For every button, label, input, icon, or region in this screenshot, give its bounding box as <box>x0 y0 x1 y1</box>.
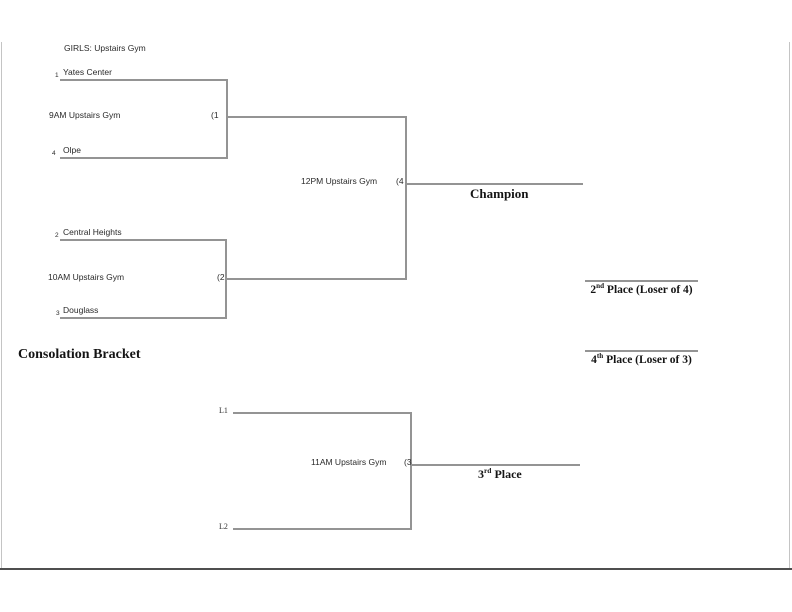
fourth-place-ordinal: th <box>596 352 604 361</box>
consolation-line-l2 <box>233 528 412 530</box>
bracket-line-team4 <box>60 157 228 159</box>
consolation-slot-l1: L1 <box>219 406 228 415</box>
bracket-line-team3 <box>60 317 227 319</box>
game2-connector <box>225 239 227 319</box>
fourth-place-line <box>585 350 698 352</box>
seed-2: 2 <box>55 232 59 239</box>
second-place-ordinal: nd <box>596 282 605 291</box>
game1-time: 9AM Upstairs Gym <box>49 110 121 120</box>
page-right-edge <box>789 42 790 569</box>
page-title: GIRLS: Upstairs Gym <box>64 43 146 53</box>
seed-4: 4 <box>52 150 56 157</box>
fourth-place-text: Place (Loser of 3) <box>603 354 692 366</box>
team-olpe: Olpe <box>63 145 81 155</box>
fourth-place-number: 4 <box>591 354 597 366</box>
page-left-edge <box>1 42 2 569</box>
page-bottom-border <box>0 568 792 570</box>
third-place-text: Place <box>491 467 522 481</box>
game1-winner-line <box>228 116 407 118</box>
game3-connector <box>410 412 412 530</box>
game2-time: 10AM Upstairs Gym <box>48 272 125 282</box>
consolation-slot-l2: L2 <box>219 522 228 531</box>
team-douglass: Douglass <box>63 305 99 315</box>
final-connector <box>405 116 407 280</box>
second-place-line <box>585 280 698 282</box>
third-place-line <box>412 464 580 466</box>
game2-number: (2 <box>217 272 225 282</box>
final-number: (4 <box>396 176 404 186</box>
third-place-number: 3 <box>478 467 484 481</box>
bracket-line-team1 <box>60 79 228 81</box>
champion-label: Champion <box>470 186 529 201</box>
game2-winner-line <box>227 278 407 280</box>
second-place-number: 2 <box>590 284 597 296</box>
second-place-label: 2nd Place (Loser of 4) <box>580 282 703 296</box>
final-time: 12PM Upstairs Gym <box>301 176 378 186</box>
seed-1: 1 <box>55 72 59 79</box>
team-yates-center: Yates Center <box>63 67 112 77</box>
fourth-place-label: 4th Place (Loser of 3) <box>580 352 703 366</box>
consolation-line-l1 <box>233 412 412 414</box>
third-place-ordinal: rd <box>484 466 492 475</box>
game1-connector <box>226 79 228 159</box>
bracket-line-team2 <box>60 239 227 241</box>
team-central-heights: Central Heights <box>63 227 122 237</box>
game1-number: (1 <box>211 110 219 120</box>
third-place-label: 3rd Place <box>478 466 522 482</box>
champion-line <box>407 183 583 185</box>
seed-3: 3 <box>56 310 60 317</box>
second-place-text: Place (Loser of 4) <box>604 284 693 296</box>
game3-time: 11AM Upstairs Gym <box>311 457 387 467</box>
game3-number: (3 <box>404 457 412 467</box>
consolation-heading: Consolation Bracket <box>18 347 141 362</box>
